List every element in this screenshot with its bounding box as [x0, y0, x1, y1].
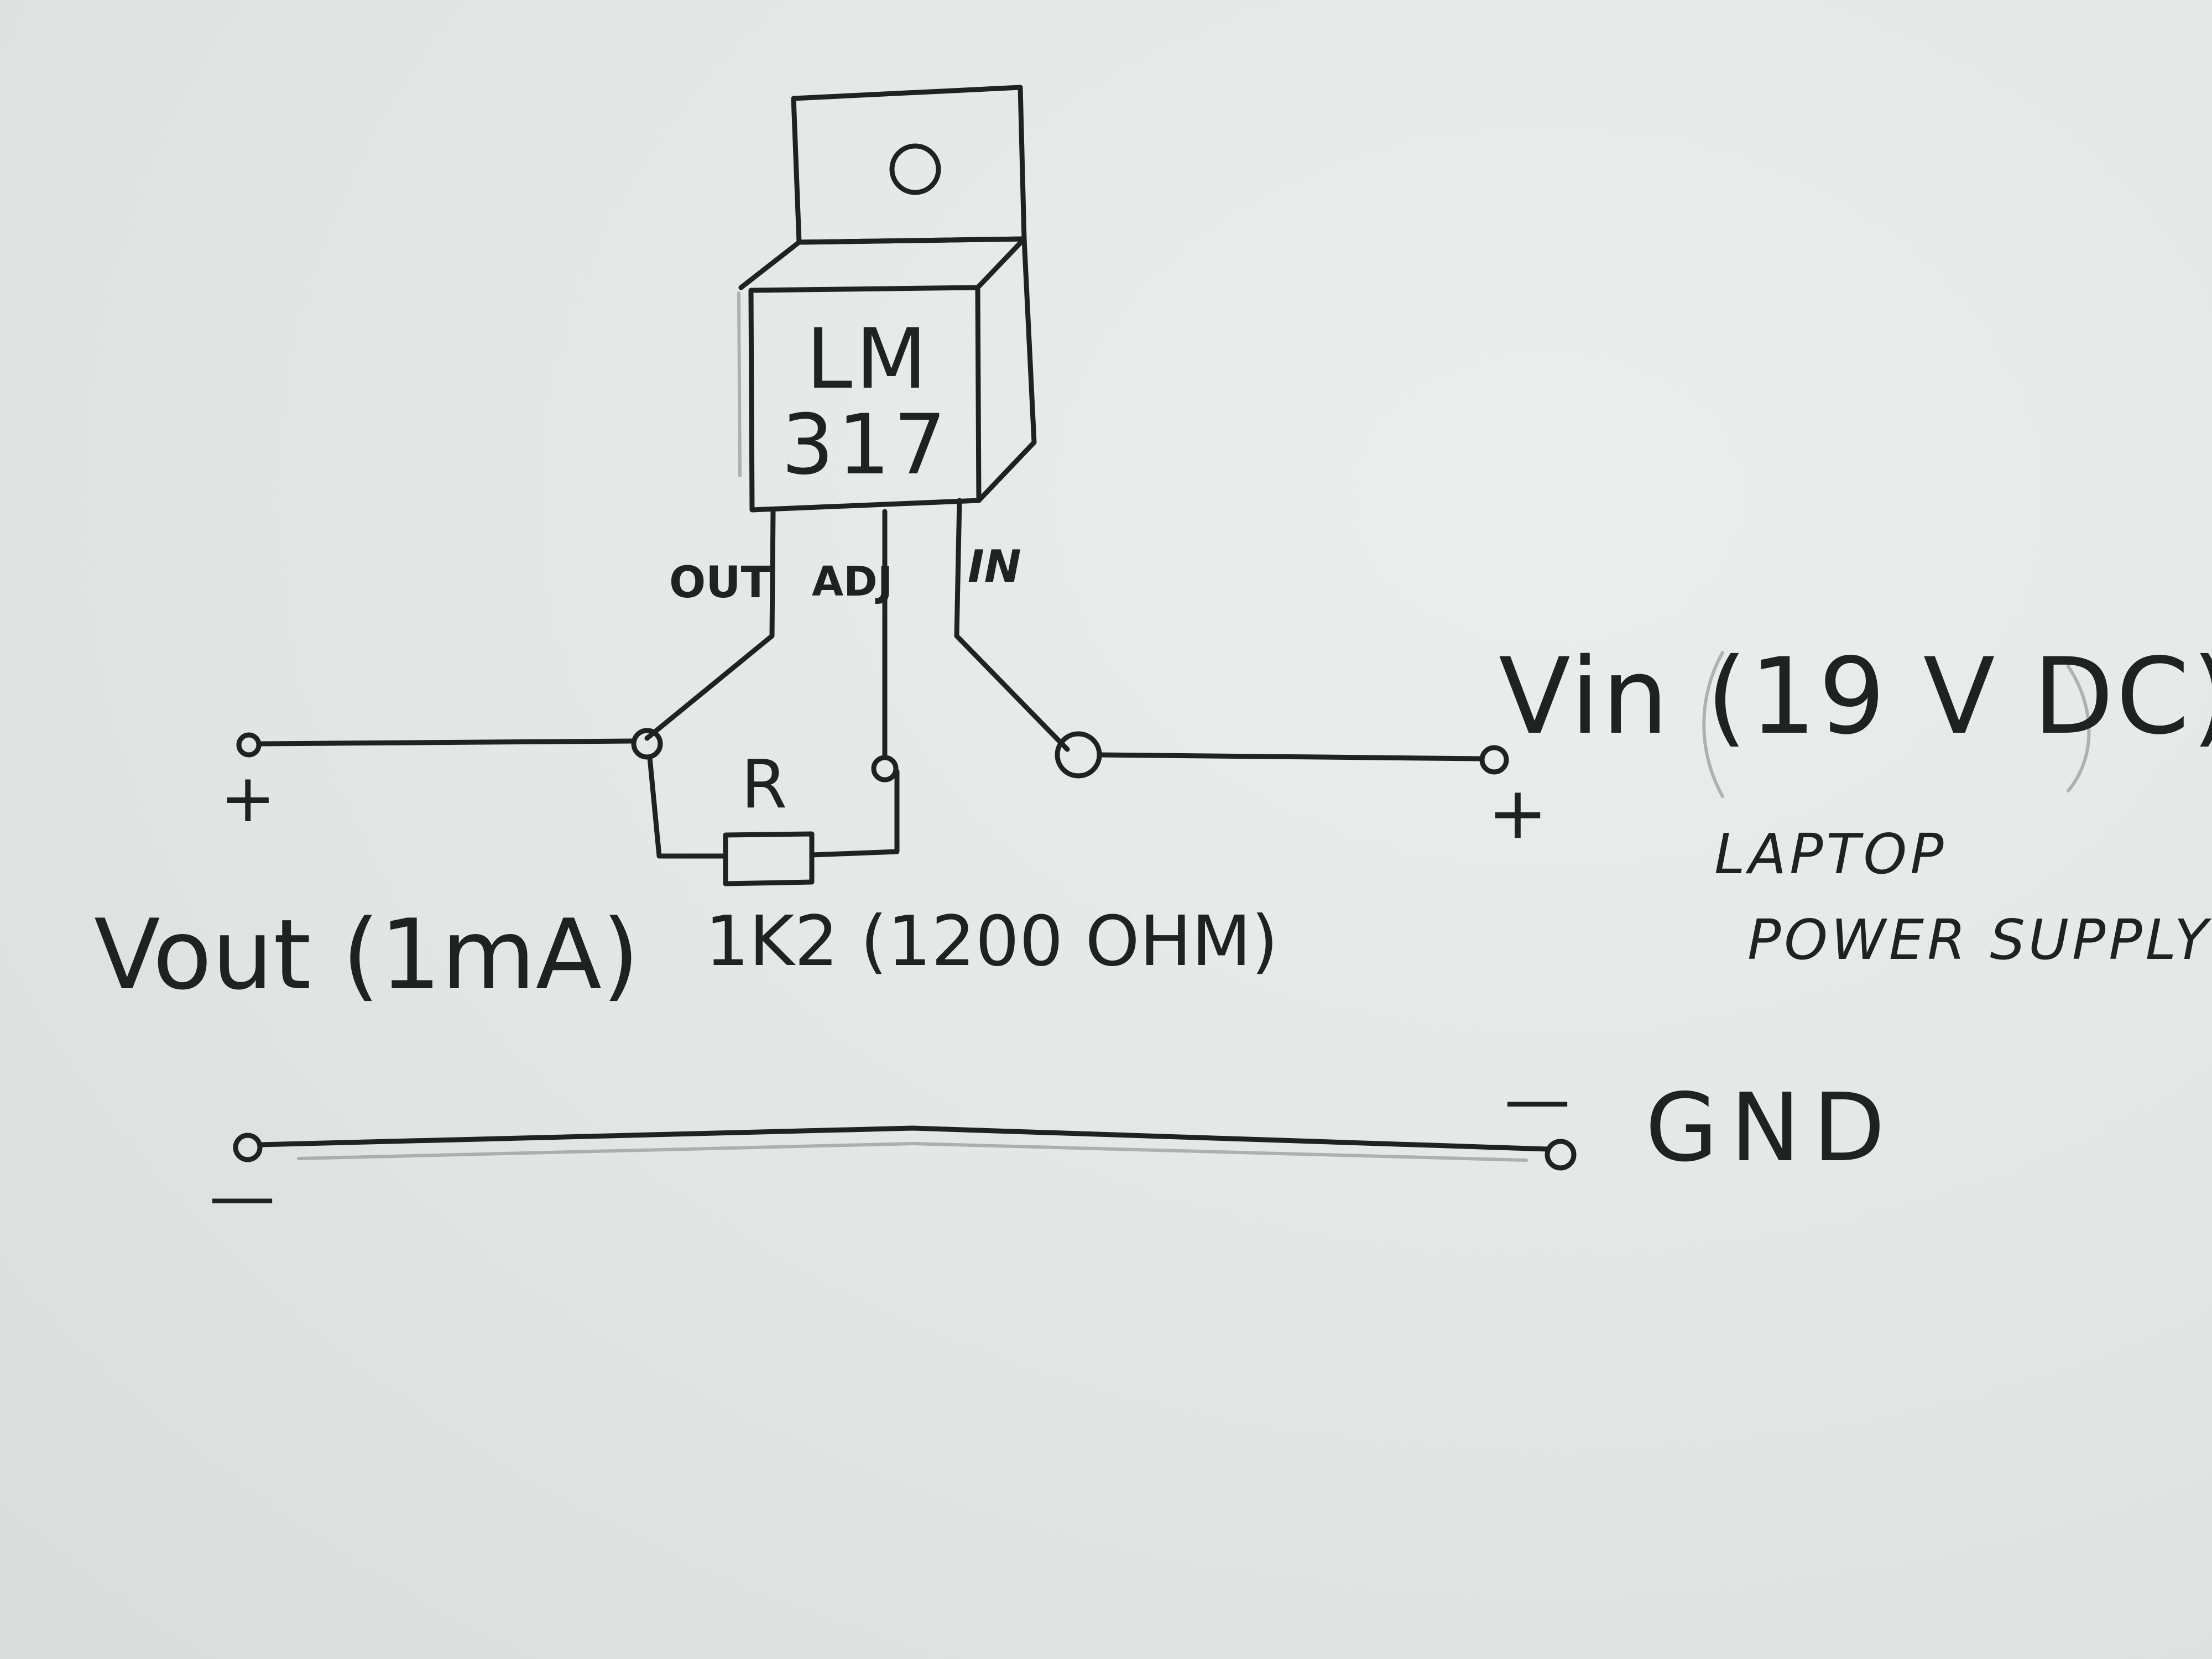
vin-wire — [1097, 752, 1485, 761]
vout-plus-sign: + — [220, 760, 276, 837]
pin-in-label: IN — [968, 541, 1021, 592]
out-node — [631, 728, 663, 760]
vout-label: Vout (1mA) — [94, 899, 640, 1011]
resistor-symbol: R — [741, 747, 787, 823]
vin-note-line2: POWER SUPPLY — [1747, 907, 2211, 972]
ground-wire — [257, 1125, 1551, 1152]
vout-minus-terminal — [233, 1133, 263, 1162]
gnd-terminal — [1545, 1139, 1577, 1171]
vout-plus-terminal — [236, 732, 262, 758]
regulator-top-face — [738, 236, 1027, 290]
regulator-side-face — [976, 236, 1037, 503]
pin-out-label: OUT — [669, 558, 770, 608]
vin-plus-terminal — [1479, 745, 1509, 775]
resistor-right-wire — [809, 769, 900, 858]
adj-node — [871, 755, 899, 782]
tab-mounting-hole — [889, 143, 941, 195]
vout-wire — [258, 738, 637, 747]
pin-in-lead — [954, 498, 1070, 752]
gnd-label: GND — [1645, 1073, 1897, 1183]
gnd-minus-sign: — — [1504, 1062, 1571, 1139]
regulator-body — [748, 285, 982, 513]
resistor-left-wire — [647, 755, 728, 859]
in-node — [1055, 731, 1102, 779]
vin-note-line1: LAPTOP — [1714, 822, 1947, 886]
vin-plus-sign: + — [1488, 771, 1548, 855]
pin-adj-label: ADJ — [812, 558, 893, 606]
resistor-body — [723, 831, 815, 886]
vin-label: Vin (19 V DC) — [1499, 635, 2212, 758]
regulator-name-line1: LM — [806, 311, 931, 408]
resistor-value: 1K2 (1200 OHM) — [705, 901, 1279, 982]
pin-out-lead — [644, 509, 776, 741]
regulator-tab — [791, 85, 1027, 245]
regulator-name-line2: 317 — [781, 397, 950, 493]
vout-minus-sign: — — [209, 1159, 275, 1235]
